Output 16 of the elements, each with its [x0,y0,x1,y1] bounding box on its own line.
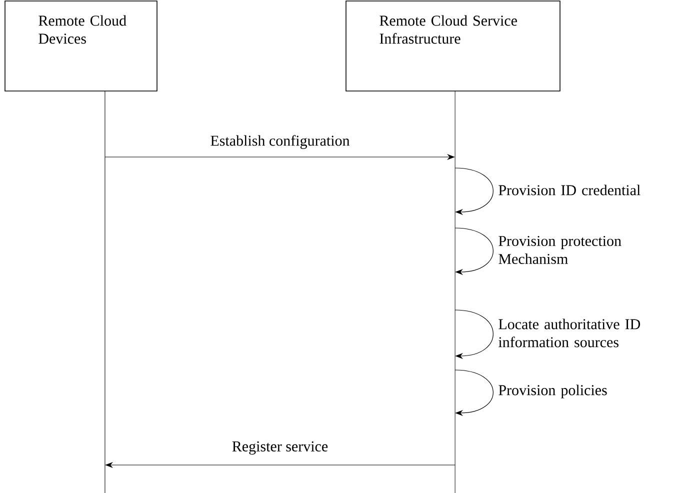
participant-label: Remote Cloud Devices [38,15,126,44]
edge-label: Provision protection Mechanism [498,236,622,264]
participant-label: Remote Cloud Service Infrastructure [380,15,517,44]
self-arrow [454,168,494,216]
self-arrow [454,310,494,360]
self-arrow [454,370,494,416]
lifeline [104,90,106,493]
edge-label: Provision policies [498,384,607,398]
self-arrow [454,228,494,276]
edge-label: Establish configuration [209,134,351,150]
edge-label: Register service [230,440,330,456]
edge-label: Provision ID credential [498,184,640,196]
edge-label: Locate authoritative ID information sources [498,318,640,348]
participant-box [4,0,158,92]
participant-box [346,0,560,92]
lifeline [454,90,456,493]
